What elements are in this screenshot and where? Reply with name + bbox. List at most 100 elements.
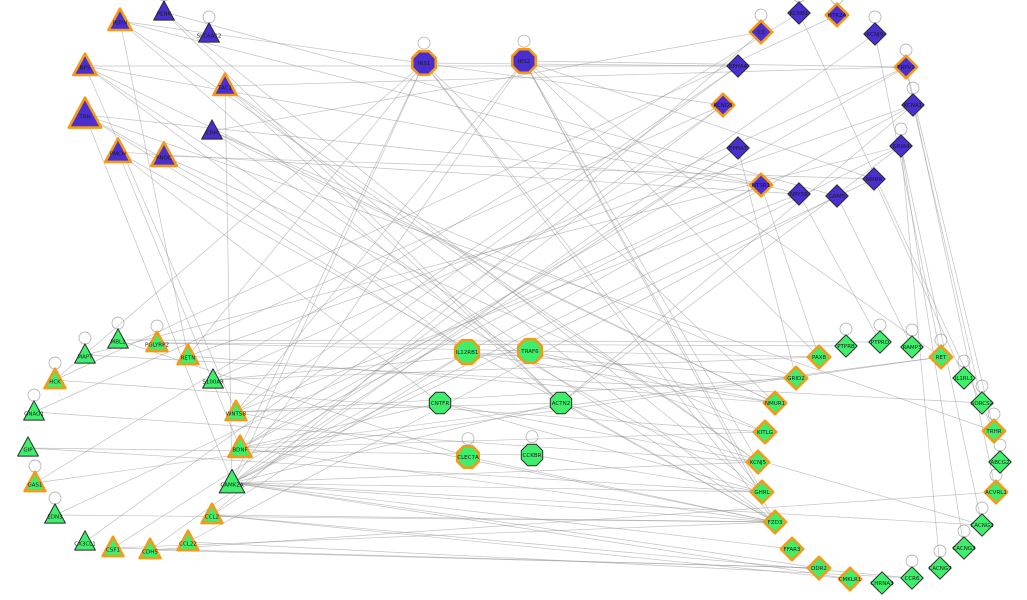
edge bbox=[900, 145, 941, 569]
edge bbox=[84, 65, 739, 543]
node-C3[interactable]: C3 bbox=[748, 19, 774, 45]
edge bbox=[34, 12, 800, 484]
node-CLEC7A[interactable]: CLEC7A bbox=[455, 444, 481, 470]
node-CACNG7[interactable]: CACNG7 bbox=[928, 556, 952, 580]
node-CNTFR[interactable]: CNTFR bbox=[428, 391, 452, 415]
edge bbox=[212, 356, 820, 381]
node-KCNB1[interactable]: KCNB1 bbox=[787, 1, 811, 25]
node-TRHR[interactable]: TRHR bbox=[981, 418, 1007, 444]
node-FFAR3[interactable]: FFAR3 bbox=[779, 536, 805, 562]
triangle-node-shape bbox=[198, 22, 220, 43]
node-KCNQ3[interactable]: KCNQ3 bbox=[710, 92, 736, 118]
edge bbox=[423, 62, 739, 67]
edge bbox=[84, 114, 233, 484]
node-SORCS2[interactable]: SORCS2 bbox=[970, 391, 994, 415]
node-TAC1[interactable]: TAC1 bbox=[212, 72, 238, 97]
node-CCL22[interactable]: CCL22 bbox=[176, 529, 200, 552]
edge bbox=[239, 447, 776, 523]
edge bbox=[231, 402, 562, 484]
self-loop bbox=[934, 333, 948, 347]
edge bbox=[212, 66, 907, 381]
node-GIP[interactable]: GIP bbox=[17, 436, 39, 457]
edge bbox=[231, 482, 793, 550]
node-GNAO1[interactable]: GNAO1 bbox=[23, 400, 45, 421]
self-loop bbox=[754, 8, 768, 22]
edge bbox=[423, 62, 776, 523]
node-EDN3[interactable]: EDN3 bbox=[44, 503, 66, 524]
node-CHRNA3[interactable]: CHRNA3 bbox=[870, 571, 894, 595]
node-CCKBR[interactable]: CCKBR bbox=[520, 443, 544, 467]
node-PTPRO[interactable]: PTPRO bbox=[868, 330, 892, 354]
node-CDH5[interactable]: CDH5 bbox=[138, 537, 162, 560]
octagon-node-shape bbox=[516, 337, 544, 365]
node-IL1RL1[interactable]: IL1RL1 bbox=[952, 366, 976, 390]
self-loop bbox=[202, 10, 216, 24]
node-DDR2[interactable]: DDR2 bbox=[806, 555, 832, 581]
self-loop bbox=[906, 81, 920, 95]
node-ACTN2[interactable]: ACTN2 bbox=[549, 391, 573, 415]
node-CSF1[interactable]: CSF1 bbox=[101, 535, 125, 558]
edge bbox=[523, 60, 907, 68]
node-CCR6[interactable]: CCR6 bbox=[900, 566, 924, 590]
edge bbox=[523, 60, 875, 180]
node-CCL2[interactable]: CCL2 bbox=[200, 502, 224, 525]
edge bbox=[239, 184, 762, 449]
node-S100A9[interactable]: S100A9 bbox=[202, 368, 224, 389]
node-RAMP3[interactable]: RAMP3 bbox=[900, 335, 924, 359]
diamond-node-shape bbox=[825, 184, 849, 208]
diamond-node-shape bbox=[806, 344, 832, 370]
node-EPHA4[interactable]: EPHA4 bbox=[726, 54, 750, 78]
node-EPHA7[interactable]: EPHA7 bbox=[726, 136, 750, 160]
node-IL12RB1[interactable]: IL12RB1 bbox=[453, 338, 481, 366]
diamond-node-shape bbox=[749, 479, 775, 505]
node-KCNA1[interactable]: KCNA1 bbox=[901, 93, 925, 117]
edge bbox=[27, 447, 763, 493]
node-GRID2[interactable]: GRID2 bbox=[783, 365, 809, 391]
node-NMBR[interactable]: NMBR bbox=[862, 167, 886, 191]
edge bbox=[149, 33, 876, 551]
node-PTPRB[interactable]: PTPRB bbox=[834, 334, 858, 358]
node-CACNG3[interactable]: CACNG3 bbox=[952, 536, 976, 560]
node-PMCH[interactable]: PMCH bbox=[103, 137, 133, 164]
node-ACVRL1[interactable]: ACVRL1 bbox=[983, 479, 1009, 505]
node-TRH[interactable]: TRH bbox=[67, 96, 103, 129]
triangle-node-shape bbox=[72, 52, 98, 77]
edge bbox=[423, 62, 776, 404]
edge bbox=[211, 130, 531, 352]
node-NPS[interactable]: NPS bbox=[72, 52, 98, 77]
diamond-node-shape bbox=[970, 513, 994, 537]
edge bbox=[84, 114, 763, 493]
diamond-node-shape bbox=[893, 54, 919, 80]
edge bbox=[156, 342, 847, 347]
edge bbox=[466, 351, 776, 404]
node-GAS1[interactable]: GAS1 bbox=[23, 470, 47, 493]
node-PDYN[interactable]: PDYN bbox=[107, 7, 133, 32]
triangle-node-shape bbox=[176, 529, 200, 552]
edge bbox=[211, 130, 797, 379]
edge bbox=[149, 491, 997, 551]
node-CMKLR1[interactable]: CMKLR1 bbox=[837, 566, 863, 592]
diamond-node-shape bbox=[928, 344, 954, 370]
node-WNT5B[interactable]: WNT5B bbox=[224, 399, 248, 422]
edge bbox=[560, 104, 914, 404]
node-GRIA4[interactable]: GRIA4 bbox=[889, 134, 913, 158]
triangle-node-shape bbox=[23, 400, 45, 421]
node-IRS1[interactable]: IRS1 bbox=[410, 49, 438, 77]
node-KITLG[interactable]: KITLG bbox=[752, 419, 778, 445]
node-ABCG2[interactable]: ABCG2 bbox=[988, 450, 1012, 474]
node-NPY5R[interactable]: NPY5R bbox=[787, 182, 811, 206]
triangle-node-shape bbox=[153, 0, 175, 21]
node-IRS2[interactable]: IRS2 bbox=[510, 47, 538, 75]
node-KCNJ9[interactable]: KCNJ9 bbox=[863, 22, 887, 46]
edge bbox=[905, 66, 997, 493]
node-HCK[interactable]: HCK bbox=[43, 367, 67, 390]
node-CACNG2[interactable]: CACNG2 bbox=[970, 513, 994, 537]
node-HTR2A[interactable]: HTR2A bbox=[824, 2, 850, 28]
triangle-node-shape bbox=[74, 530, 96, 551]
self-loop bbox=[525, 430, 539, 444]
node-TRPV1[interactable]: TRPV1 bbox=[893, 54, 919, 80]
node-CX3CL1[interactable]: CX3CL1 bbox=[74, 530, 96, 551]
node-TRAF6[interactable]: TRAF6 bbox=[516, 337, 544, 365]
node-PENK[interactable]: PENK bbox=[153, 0, 175, 21]
